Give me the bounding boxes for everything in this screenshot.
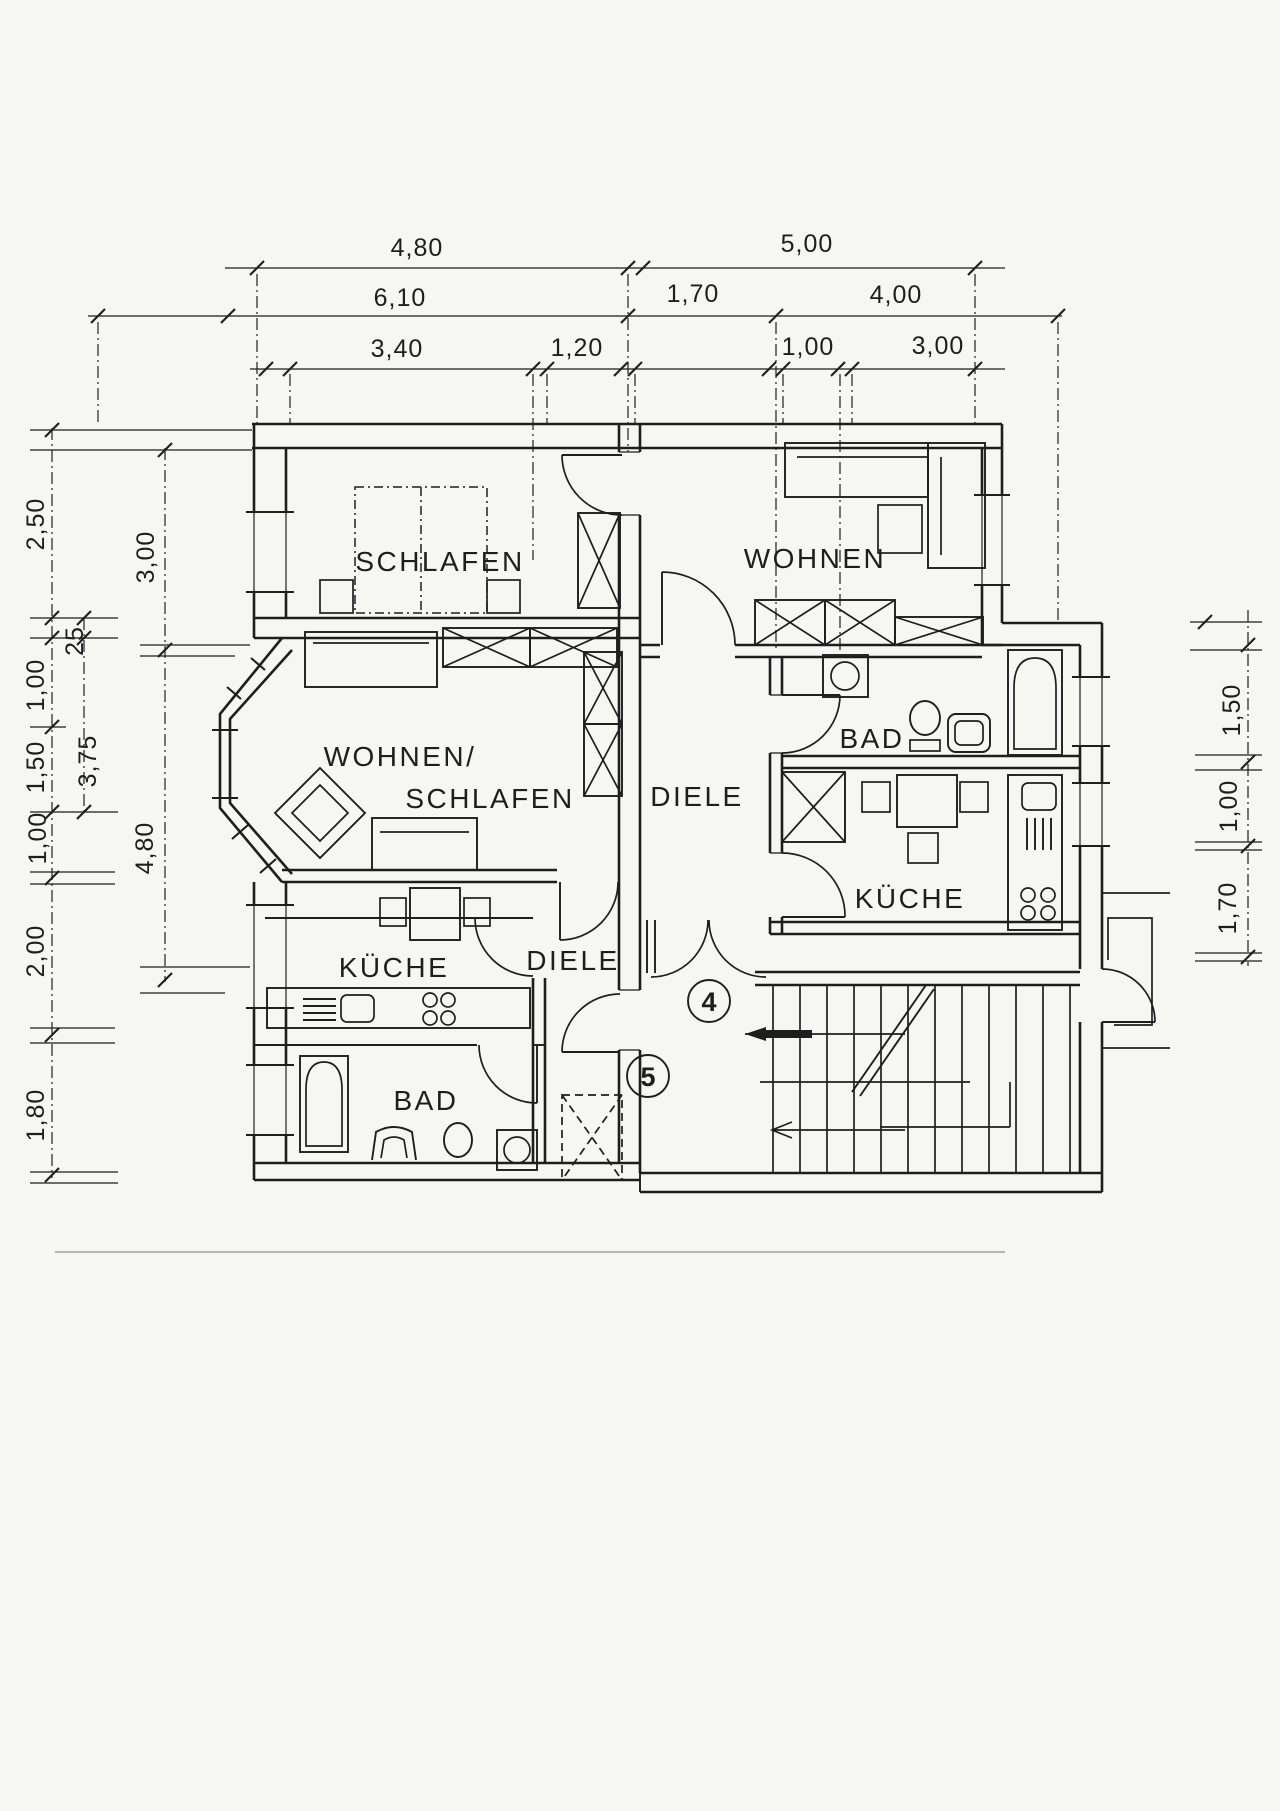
wardrobe-wohnen-icon [754,599,984,646]
room-labels: SCHLAFEN WOHNEN WOHNEN/ SCHLAFEN DIELE B… [324,543,966,1116]
dimension-chain-left: 2,50 1,00 1,50 1,00 2,00 1,80 25 3,75 3,… [22,422,252,1184]
dim-top-row2-a: 6,10 [374,284,427,312]
chimney-shafts [561,512,846,1181]
door-wohnen-icon [661,571,736,646]
sofa-living5-icon [371,817,478,871]
unit-5-number: 5 [640,1062,655,1092]
dim-top-row1-b: 5,00 [781,230,834,258]
bathtub-left-icon [299,1055,349,1153]
dim-right-a: 1,50 [1218,684,1246,737]
door-living-unit5-icon [559,881,619,941]
washing-machine-left-icon [496,1129,538,1171]
door-bad-left-icon [478,1044,538,1104]
dim-top-row3-a: 3,40 [371,335,424,363]
exterior-walls [212,422,1170,1194]
room-label-diele-left: DIELE [526,945,619,976]
dim-left-outer-b: 1,00 [22,659,50,712]
room-label-schlafen: SCHLAFEN [355,546,524,577]
dim-left-outer-f: 1,80 [22,1089,50,1142]
unit-5-circle-icon [626,1054,670,1098]
room-label-diele-right: DIELE [650,781,743,812]
dim-left-middle-a: 25 [61,626,89,656]
room-label-kueche-left: KÜCHE [339,952,450,983]
dimension-chain-top: 4,80 5,00 6,10 1,70 4,00 3,40 1,20 1,00 … [88,230,1066,650]
dim-top-row3-c: 1,00 [782,333,835,361]
washing-machine-right-icon [822,654,869,698]
room-label-bad-left: BAD [393,1085,458,1116]
table-diamond-icon [273,766,367,860]
door-schlafen-icon [561,454,623,516]
stair-direction-arrow-icon [745,1027,905,1139]
shaft-schlafen-icon [577,512,621,609]
interior-walls [254,424,1080,1173]
dim-left-inner-b: 4,80 [131,822,159,875]
room-label-wohnen-schlafen-1: WOHNEN/ [324,741,477,772]
unit-badges: 4 5 [626,979,731,1098]
room-label-bad-right: BAD [839,723,904,754]
room-label-wohnen-schlafen-2: SCHLAFEN [405,783,574,814]
kitchen-table-left-icon [379,887,491,941]
room-label-kueche-right: KÜCHE [855,883,966,914]
stair-handrail-icon [851,984,935,1097]
wardrobe-living5-icon [304,627,618,688]
dim-top-row3-b: 1,20 [551,334,604,362]
toilet-right-icon [909,700,941,752]
dim-top-row1-a: 4,80 [391,234,444,262]
dim-right-c: 1,70 [1214,882,1242,935]
dim-right-b: 1,00 [1215,780,1243,833]
dim-left-outer-a: 2,50 [22,498,50,551]
dim-left-outer-c: 1,50 [22,741,50,794]
dimension-chain-right: 1,50 1,00 1,70 [1190,610,1262,966]
sink-left-icon [371,1126,417,1161]
unit-4-number: 4 [701,987,716,1017]
room-label-wohnen: WOHNEN [744,543,887,574]
dim-left-outer-e: 2,00 [22,925,50,978]
kitchen-counter-right-icon [1007,774,1063,931]
unit-4-circle-icon [687,979,731,1023]
sink-right-icon [947,713,991,753]
dim-top-row2-b: 1,70 [667,280,720,308]
door-kueche-right-icon [781,852,846,918]
dim-left-outer-d: 1,00 [24,812,52,865]
shaft-kueche-right-icon [781,771,846,843]
double-bed-icon [319,486,521,614]
door-kueche-left-icon [474,917,534,977]
staircase [745,984,1071,1173]
furniture-unit4 [319,442,1063,931]
dim-left-middle-b: 3,75 [74,735,102,788]
door-unit5-entrance-icon [561,993,621,1053]
dim-left-inner-a: 3,00 [132,531,160,584]
shaft-hall-dashed-icon [561,1094,623,1181]
bathtub-right-icon [1007,649,1063,756]
kitchen-table-right-icon [861,774,989,864]
door-bad-right-icon [781,694,841,754]
furniture-unit5 [266,627,618,1171]
dim-top-row2-c: 4,00 [870,281,923,309]
door-unit4-entrance-icon [650,919,767,978]
kitchen-counter-left-icon [266,987,531,1029]
dim-top-row3-d: 3,00 [912,332,965,360]
toilet-left-icon [443,1122,473,1158]
sofa-icon [784,442,986,569]
shaft-living5-icon [583,651,623,797]
